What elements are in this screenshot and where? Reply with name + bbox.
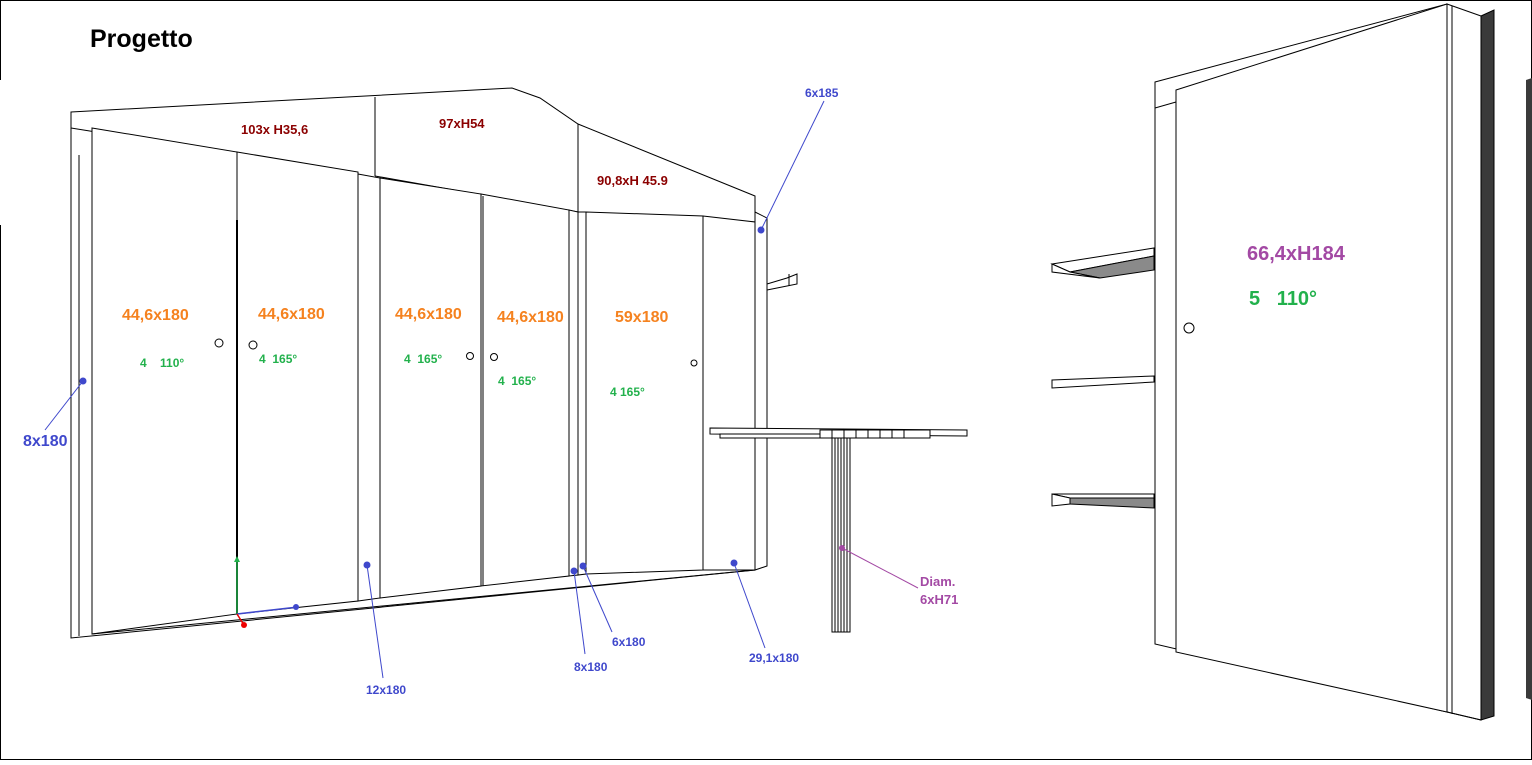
label-leg-line1: Diam.	[920, 574, 955, 589]
dimension-leaders	[44, 100, 919, 679]
label-side-8: 8x180	[574, 660, 608, 674]
hanger-rod-icon	[766, 273, 798, 291]
door-3-panel	[379, 177, 482, 599]
label-top-mid-cabinet: 97xH54	[439, 116, 485, 131]
knob-icon	[214, 338, 224, 348]
page-title: Progetto	[90, 25, 193, 53]
label-side-12: 12x180	[366, 683, 406, 697]
knob-icon	[490, 353, 498, 361]
table	[709, 427, 968, 633]
big-door	[1154, 3, 1532, 721]
axis-x-dot-icon	[293, 604, 299, 610]
table-leg	[831, 437, 851, 633]
leader-dot-side-29	[730, 559, 738, 567]
wall-edge	[1526, 78, 1532, 700]
side-panel-6	[577, 211, 587, 576]
big-door-panel	[1175, 3, 1448, 713]
wardrobe-left	[70, 87, 798, 639]
label-top-right-cabinet: 90,8xH 45.9	[597, 173, 668, 188]
knob-icon	[690, 359, 698, 367]
leader-dot-side-left	[79, 377, 87, 385]
door-2-panel	[236, 151, 359, 615]
end-panel	[702, 215, 756, 571]
label-hinge-1: 4 110°	[140, 356, 184, 370]
label-door-1: 44,6x180	[122, 307, 189, 324]
big-door-frame-edge	[1154, 101, 1177, 109]
label-door-5: 59x180	[615, 309, 668, 326]
knob-icon	[248, 340, 258, 350]
knob-icon	[1183, 322, 1195, 334]
leader-side-8	[573, 570, 586, 655]
label-door-4: 44,6x180	[497, 309, 564, 326]
big-door-edge-shadow	[1480, 9, 1495, 721]
label-leg-line2: 6xH71	[920, 592, 958, 607]
axis-x-icon	[236, 606, 299, 615]
leader-dot-leg	[839, 545, 845, 551]
tabletop-bracket	[819, 429, 931, 439]
label-side-6x185: 6x185	[805, 86, 839, 100]
leader-dot-side-8	[570, 567, 578, 575]
label-top-left-cabinet: 103x H35,6	[241, 122, 308, 137]
big-door-bottom-edge	[1446, 711, 1482, 721]
shelf-3-side	[1051, 493, 1071, 507]
shelf-3-top	[1069, 497, 1155, 509]
label-hinge-5: 4 165°	[610, 385, 645, 399]
leader-side-6x185	[760, 100, 825, 231]
shelf-2	[1051, 375, 1155, 389]
leader-dot-side-6x185	[757, 226, 765, 234]
axis-z-dot-icon	[241, 622, 247, 628]
door-1-panel	[91, 127, 238, 635]
label-hinge-2: 4 165°	[259, 352, 297, 366]
knob-icon	[466, 352, 474, 360]
label-hinge-4: 4 165°	[498, 374, 536, 388]
leader-leg	[841, 547, 919, 589]
leader-side-6	[582, 565, 613, 633]
tabletop-underside	[719, 433, 821, 439]
end-side-panel	[754, 211, 768, 571]
side-panel-8	[568, 209, 579, 577]
label-big-door: 66,4xH184	[1247, 243, 1346, 265]
shelf-1-side	[1051, 263, 1101, 279]
leader-side-12	[366, 564, 384, 679]
label-side-29: 29,1x180	[749, 651, 799, 665]
shelves	[1050, 247, 1155, 509]
separator-panel	[357, 173, 381, 602]
base-line	[91, 569, 756, 635]
label-side-left: 8x180	[23, 433, 68, 450]
label-big-door-hinge: 5 110°	[1249, 288, 1317, 310]
label-side-6: 6x180	[612, 635, 646, 649]
label-hinge-3: 4 165°	[404, 352, 442, 366]
axis-y-arrow-icon	[234, 556, 240, 562]
label-door-2: 44,6x180	[258, 306, 325, 323]
leader-dot-side-6	[579, 562, 587, 570]
leader-side-left	[44, 380, 84, 431]
label-door-3: 44,6x180	[395, 306, 462, 323]
door-4-panel	[480, 193, 570, 587]
leader-side-29	[733, 562, 766, 649]
leader-dot-side-12	[363, 561, 371, 569]
